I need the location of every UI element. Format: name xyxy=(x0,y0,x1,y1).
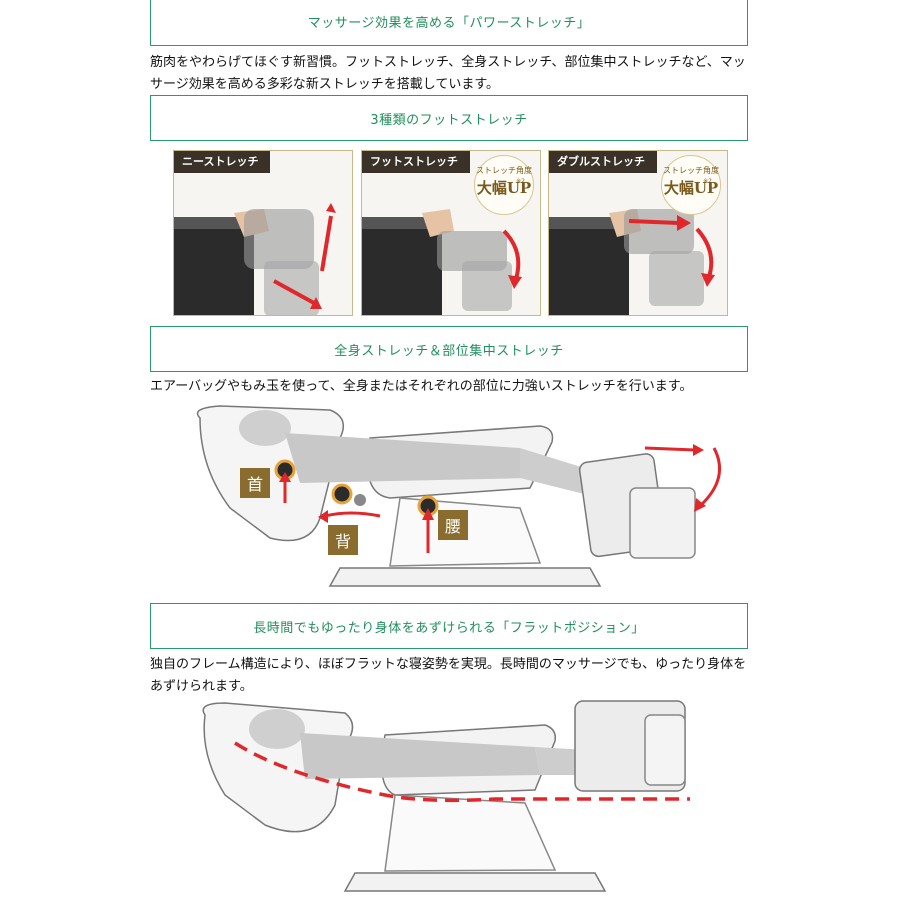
back-badge: 背 xyxy=(328,525,358,555)
full-body-description: エアーバッグやもみ玉を使って、全身またはそれぞれの部位に力強いストレッチを行いま… xyxy=(150,379,693,394)
seal-note: ※2 xyxy=(703,178,712,185)
heading-foot-stretch: 3種類のフットストレッチ xyxy=(150,95,748,141)
panel-label: ダブルストレッチ xyxy=(549,151,657,173)
heading-power-stretch: マッサージ効果を高める「パワーストレッチ」 xyxy=(150,0,748,46)
description-line: サージ効果を高める多彩な新ストレッチを搭載しています。 xyxy=(150,77,500,92)
seal-caption: ストレッチ角度 xyxy=(663,166,719,175)
stretch-angle-seal: ストレッチ角度 大幅UP ※2 xyxy=(661,155,721,215)
heading-flat-position: 長時間でもゆったり身体をあずけられる「フラットポジション」 xyxy=(150,603,748,649)
neck-badge: 首 xyxy=(240,468,270,498)
heading-full-body-stretch: 全身ストレッチ＆部位集中ストレッチ xyxy=(150,326,748,372)
waist-badge: 腰 xyxy=(438,510,468,540)
knee-stretch-illustration xyxy=(174,203,336,315)
seal-caption: ストレッチ角度 xyxy=(476,166,532,175)
panel-label: ニーストレッチ xyxy=(174,151,271,173)
description-line: 独自のフレーム構造により、ほぼフラットな寝姿勢を実現。長時間のマッサージでも、ゆ… xyxy=(150,657,747,672)
panel-label: フットストレッチ xyxy=(362,151,470,173)
heading-text: マッサージ効果を高める「パワーストレッチ」 xyxy=(307,15,591,31)
full-body-stretch-illustration xyxy=(196,405,722,587)
seal-note: ※2 xyxy=(516,178,525,185)
foot-stretch-illustration xyxy=(362,209,522,315)
seal-main: 大幅UP xyxy=(663,179,719,197)
heading-text: 3種類のフットストレッチ xyxy=(370,112,528,128)
stretch-angle-seal: ストレッチ角度 大幅UP ※2 xyxy=(474,155,534,215)
description-line: 筋肉をやわらげてほぐす新習慣。フットストレッチ、全身ストレッチ、部位集中ストレッ… xyxy=(150,55,746,70)
foot-stretch-panel: フットストレッチ ストレッチ角度 大幅UP ※2 xyxy=(361,150,541,316)
description-line: あずけられます。 xyxy=(150,679,253,694)
flat-position-illustration xyxy=(202,700,690,892)
seal-main: 大幅UP xyxy=(476,179,532,197)
heading-text: 全身ストレッチ＆部位集中ストレッチ xyxy=(334,343,564,359)
double-stretch-illustration xyxy=(549,209,715,315)
knee-stretch-panel: ニーストレッチ xyxy=(173,150,353,316)
heading-text: 長時間でもゆったり身体をあずけられる「フラットポジション」 xyxy=(253,620,645,636)
double-stretch-panel: ダブルストレッチ ストレッチ角度 大幅UP ※2 xyxy=(548,150,728,316)
flat-position-description: 独自のフレーム構造により、ほぼフラットな寝姿勢を実現。長時間のマッサージでも、ゆ… xyxy=(150,654,750,698)
power-stretch-description: 筋肉をやわらげてほぐす新習慣。フットストレッチ、全身ストレッチ、部位集中ストレッ… xyxy=(150,52,750,96)
